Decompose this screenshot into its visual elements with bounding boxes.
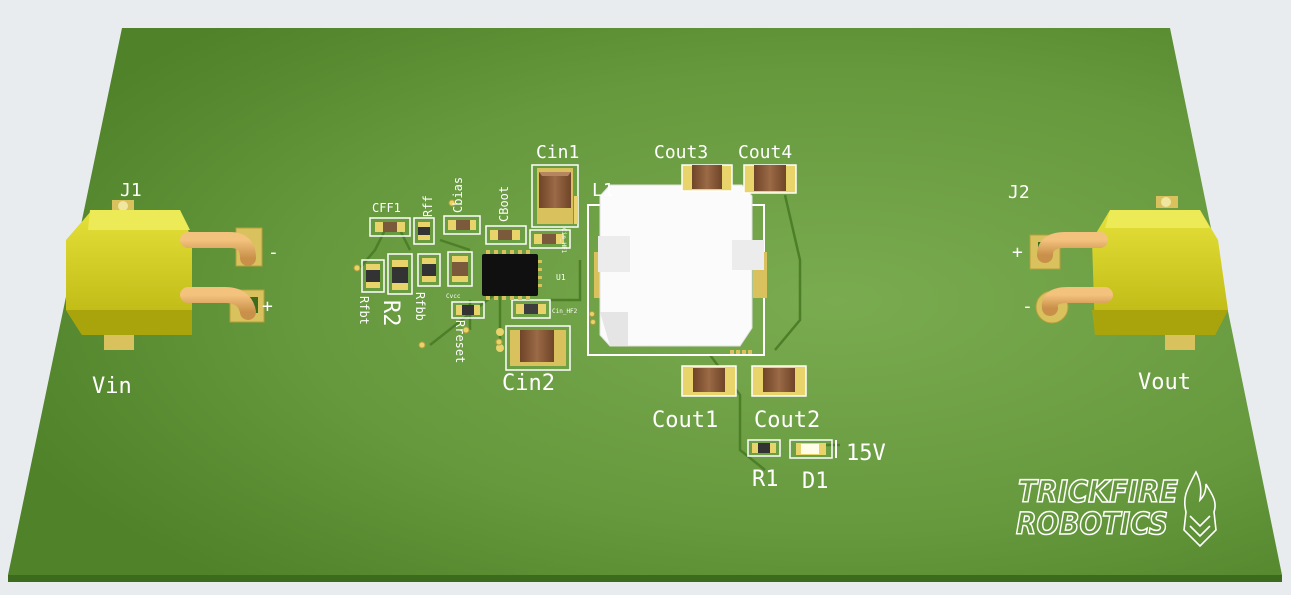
label-cin-hf1: Cin_HF1	[560, 228, 567, 254]
label-cout1: Cout1	[652, 408, 718, 433]
passive-rreset[interactable]	[451, 301, 485, 319]
connector-j1[interactable]	[66, 200, 265, 350]
led-d1[interactable]	[789, 439, 837, 459]
inductor-l1[interactable]	[587, 184, 767, 356]
pcb-edge	[8, 575, 1282, 582]
connector-j2[interactable]	[1029, 196, 1228, 350]
label-j2: J2	[1008, 182, 1030, 203]
label-rfbt: Rfbt	[357, 296, 371, 325]
label-u1: U1	[556, 273, 566, 282]
label-cout3: Cout3	[654, 142, 708, 163]
label-rfbb: Rfbb	[413, 292, 427, 321]
passive-cin-hf1[interactable]	[529, 229, 571, 249]
label-j1: J1	[120, 180, 142, 201]
capacitor-cout4[interactable]	[743, 164, 797, 194]
passive-rff[interactable]	[413, 217, 435, 245]
label-cboot: CBoot	[497, 186, 511, 222]
passive-rfbb[interactable]	[417, 253, 441, 287]
passive-rfbt[interactable]	[361, 259, 385, 293]
passive-cff1[interactable]	[369, 217, 411, 237]
label-cin1: Cin1	[536, 142, 579, 163]
label-l1: L1	[592, 180, 614, 201]
capacitor-cin2[interactable]	[496, 325, 571, 371]
label-j2-minus: -	[1022, 296, 1033, 317]
vias	[353, 199, 596, 349]
passive-cbias[interactable]	[443, 215, 481, 235]
label-cvcc: Cvcc	[446, 293, 461, 300]
resistor-r1[interactable]	[747, 439, 781, 457]
logo-line2: ROBOTICS	[1016, 507, 1168, 542]
label-d1: D1	[802, 469, 829, 494]
flame-shield-icon	[1183, 470, 1217, 548]
label-vin: Vin	[92, 374, 132, 399]
passive-r2[interactable]	[387, 253, 413, 295]
logo-line1: TRICKFIRE	[1018, 475, 1178, 510]
passive-cvcc[interactable]	[447, 251, 473, 287]
capacitor-cin1[interactable]	[531, 164, 579, 228]
label-rreset: Rreset	[453, 320, 467, 363]
label-j1-minus: -	[268, 242, 279, 263]
label-r1: R1	[752, 467, 779, 492]
label-cout2: Cout2	[754, 408, 820, 433]
ic-u1[interactable]	[482, 250, 542, 300]
capacitor-cout2[interactable]	[751, 365, 807, 397]
label-cout4: Cout4	[738, 142, 792, 163]
capacitor-cout3[interactable]	[681, 164, 733, 192]
label-cbias: Cbias	[451, 177, 465, 213]
label-led-voltage: 15V	[846, 441, 886, 466]
label-cff1: CFF1	[372, 201, 401, 215]
passive-cin-hf2[interactable]	[511, 299, 551, 319]
label-r2: R2	[378, 300, 403, 327]
label-vout: Vout	[1138, 370, 1191, 395]
label-cin2: Cin2	[502, 371, 555, 396]
label-rff: Rff	[421, 195, 435, 217]
label-j1-plus: +	[262, 296, 273, 317]
capacitor-cout1[interactable]	[681, 365, 737, 397]
label-cin-hf2: Cin_HF2	[552, 308, 578, 315]
silkscreen: J1 J2 Vin Vout - + + - CFF1 Rff Cbias CB…	[92, 142, 1191, 494]
label-j2-plus: +	[1012, 242, 1023, 263]
trickfire-logo: TRICKFIRE ROBOTICS	[1015, 470, 1217, 548]
passive-cboot[interactable]	[485, 225, 527, 245]
